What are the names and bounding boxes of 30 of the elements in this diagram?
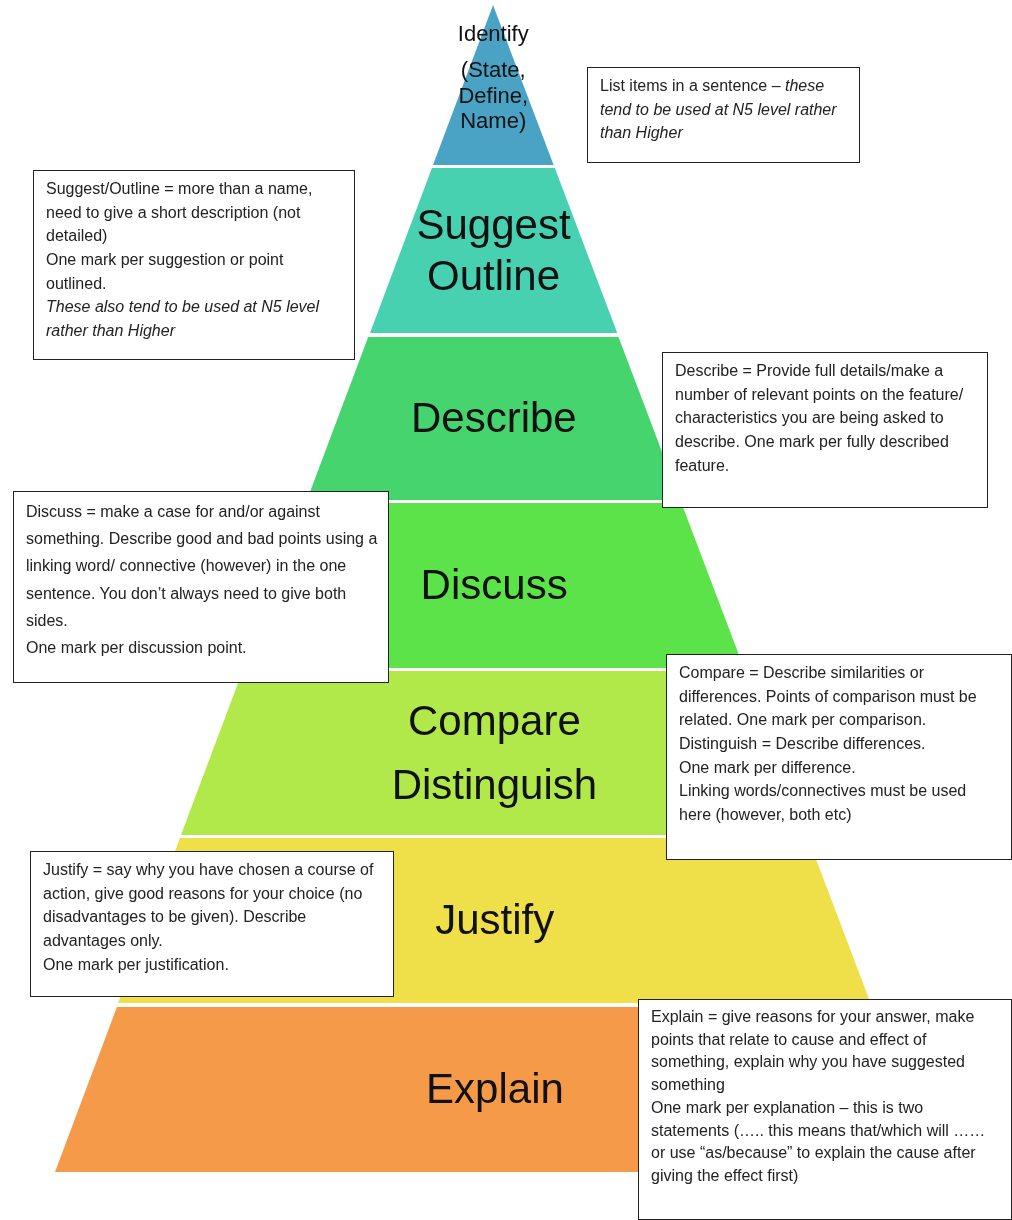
tier-label: Distinguish	[391, 760, 598, 810]
tier-label: Justify	[435, 895, 555, 946]
note-box	[638, 999, 1012, 1220]
note-text: One mark per discussion point.	[26, 637, 248, 658]
note-box	[587, 67, 860, 163]
note-text: Describe = Provide full details/make a number of relevant points on the feature/ characteristics you are being asked to describe. One mark per fully described feature.	[675, 361, 965, 476]
note-text: Justify = say why you have chosen a course of action, give good reasons for your choice (no disadvantages to be given). Describe advantages only.	[43, 860, 375, 951]
note-box	[33, 170, 355, 360]
note-text: One mark per suggestion or point outlined.	[46, 250, 285, 294]
tier-label: Outline	[427, 250, 561, 301]
note-text: One mark per difference.	[679, 757, 857, 778]
note-text: List items in a sentence – these tend to be used at N5 level rather than Higher	[600, 76, 838, 144]
note-box	[666, 654, 1012, 860]
note-box	[662, 352, 988, 508]
tier-label: Compare	[408, 695, 581, 746]
note-box	[13, 491, 389, 683]
note-text: One mark per explanation – this is two statements (….. this means that/which will …… or use “as/because” to explain the cause after giving the effect first)	[651, 1097, 987, 1187]
note-text: Suggest/Outline = more than a name, need to give a short description (not detailed)	[46, 179, 314, 247]
note-text: Discuss = make a case for and/or against something. Describe good and bad points using a linking word/ connective (however) in the one sentence. You don’t always need to give both sides.	[26, 502, 378, 631]
tier-label: Explain	[426, 1064, 564, 1115]
note-text: Linking words/connectives must be used here (however, both etc)	[679, 781, 968, 826]
note-text: Compare = Describe similarities or differences. Points of comparison must be related. One mark per comparison.	[679, 663, 978, 731]
note-text: These also tend to be used at N5 level rather than Higher	[46, 297, 321, 342]
note-text: Explain = give reasons for your answer, make points that relate to cause and effect of something, explain why you have suggested something	[651, 1007, 976, 1096]
note-text: One mark per justification.	[43, 954, 230, 975]
note-box	[30, 851, 394, 997]
tier-label: Describe	[410, 393, 577, 444]
note-text: Distinguish = Describe differences.	[679, 734, 927, 754]
tier-label: Suggest	[416, 200, 571, 251]
tier-label: Discuss	[420, 560, 568, 611]
